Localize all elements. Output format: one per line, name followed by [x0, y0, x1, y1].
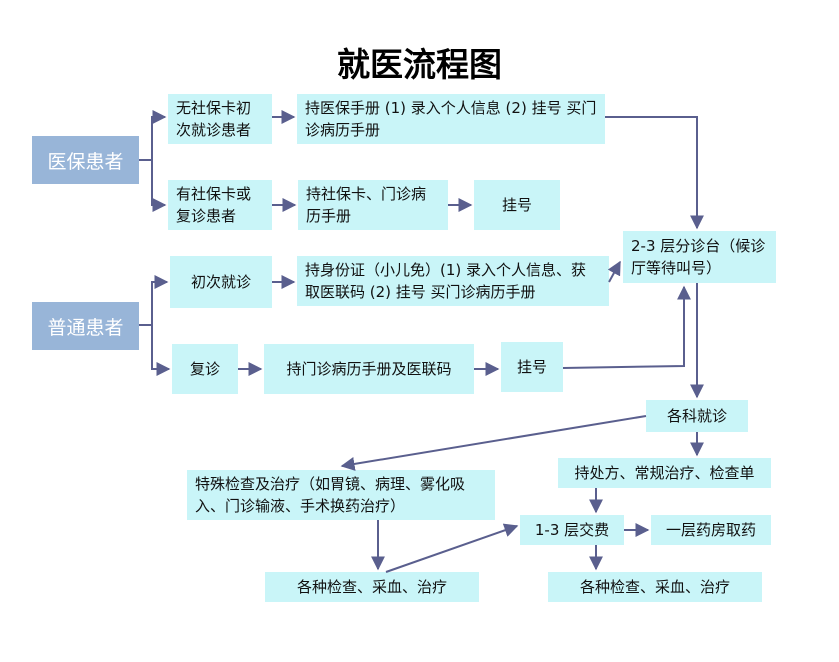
- node-with-card-or-return: 有社保卡或复诊患者: [168, 180, 272, 230]
- connector-departments-to-special: [340, 415, 647, 471]
- node-tests-right: 各种检查、采血、治疗: [548, 572, 762, 602]
- category-regular-patients: 普通患者: [32, 302, 139, 350]
- connector-regular-to-return: [151, 325, 171, 376]
- node-regular-return-steps: 持门诊病历手册及医联码: [264, 344, 474, 394]
- node-triage-desk: 2-3 层分诊台（候诊厅等待叫号）: [623, 231, 776, 283]
- node-payment: 1-3 层交费: [520, 515, 624, 545]
- page-title: 就医流程图: [337, 45, 502, 84]
- connector-regular-register-to-triage: [562, 285, 691, 369]
- node-no-card-first-visit: 无社保卡初次就诊患者: [168, 94, 272, 144]
- node-departments: 各科就诊: [646, 400, 748, 432]
- connector-regular-first-to-triage: [607, 260, 621, 283]
- node-insured-first-steps: 持医保手册 (1) 录入个人信息 (2) 挂号 买门诊病历手册: [297, 94, 605, 144]
- node-tests-left: 各种检查、采血、治疗: [265, 572, 479, 602]
- node-prescription: 持处方、常规治疗、检查单: [558, 458, 771, 488]
- node-insured-register: 挂号: [474, 180, 560, 230]
- node-regular-first-visit: 初次就诊: [170, 256, 272, 308]
- connector-tests-left-to-payment: [385, 523, 519, 573]
- node-insured-card-steps: 持社保卡、门诊病历手册: [298, 180, 448, 230]
- connector-insured-first-to-triage: [605, 116, 704, 230]
- node-pharmacy: 一层药房取药: [651, 515, 771, 545]
- node-special-exam: 特殊检查及治疗（如胃镜、病理、雾化吸入、门诊输液、手术换药治疗）: [187, 470, 495, 520]
- connector-insured-to-with-card: [151, 160, 167, 212]
- node-regular-first-steps: 持身份证（小儿免）(1) 录入个人信息、获取医联码 (2) 挂号 买门诊病历手册: [297, 256, 609, 306]
- node-regular-register: 挂号: [501, 342, 563, 392]
- category-insured-patients: 医保患者: [32, 136, 139, 184]
- connector-insured-to-no-card: [139, 110, 167, 161]
- node-regular-return-visit: 复诊: [172, 344, 238, 394]
- connector-regular-to-first: [139, 275, 169, 326]
